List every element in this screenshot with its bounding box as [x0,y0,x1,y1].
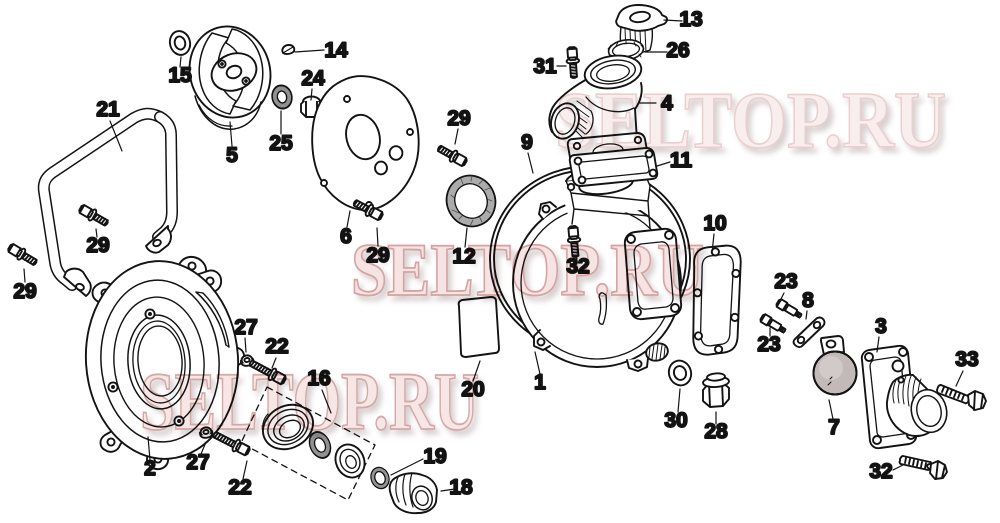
svg-text:23: 23 [774,270,797,293]
svg-text:1: 1 [534,371,546,394]
svg-text:22: 22 [265,335,288,358]
svg-text:32: 32 [869,460,892,483]
svg-text:5: 5 [226,144,238,167]
svg-text:14: 14 [324,39,348,62]
svg-text:32: 32 [566,255,589,278]
svg-text:29: 29 [86,234,109,257]
svg-text:23: 23 [757,333,780,356]
svg-text:11: 11 [670,149,693,172]
svg-text:3: 3 [875,315,887,338]
svg-text:6: 6 [340,225,352,248]
svg-text:27: 27 [234,316,257,339]
svg-text:19: 19 [423,445,446,468]
svg-text:18: 18 [449,476,473,499]
svg-text:2: 2 [144,457,156,480]
svg-text:24: 24 [301,67,325,90]
svg-text:30: 30 [664,409,687,432]
svg-text:29: 29 [366,244,389,267]
svg-text:7: 7 [828,416,840,439]
svg-text:31: 31 [533,55,557,78]
svg-text:27: 27 [186,451,209,474]
svg-text:12: 12 [452,245,475,268]
svg-text:33: 33 [955,348,978,371]
svg-text:4: 4 [661,92,673,115]
svg-text:9: 9 [521,131,533,154]
svg-text:21: 21 [96,98,120,121]
svg-text:22: 22 [228,476,251,499]
svg-text:20: 20 [461,378,484,401]
svg-text:29: 29 [13,280,36,303]
svg-text:10: 10 [703,212,726,235]
svg-text:13: 13 [679,8,702,31]
svg-text:8: 8 [802,289,814,312]
svg-text:29: 29 [447,107,470,130]
svg-text:26: 26 [666,39,689,62]
svg-text:16: 16 [307,367,330,390]
svg-text:25: 25 [269,132,293,155]
